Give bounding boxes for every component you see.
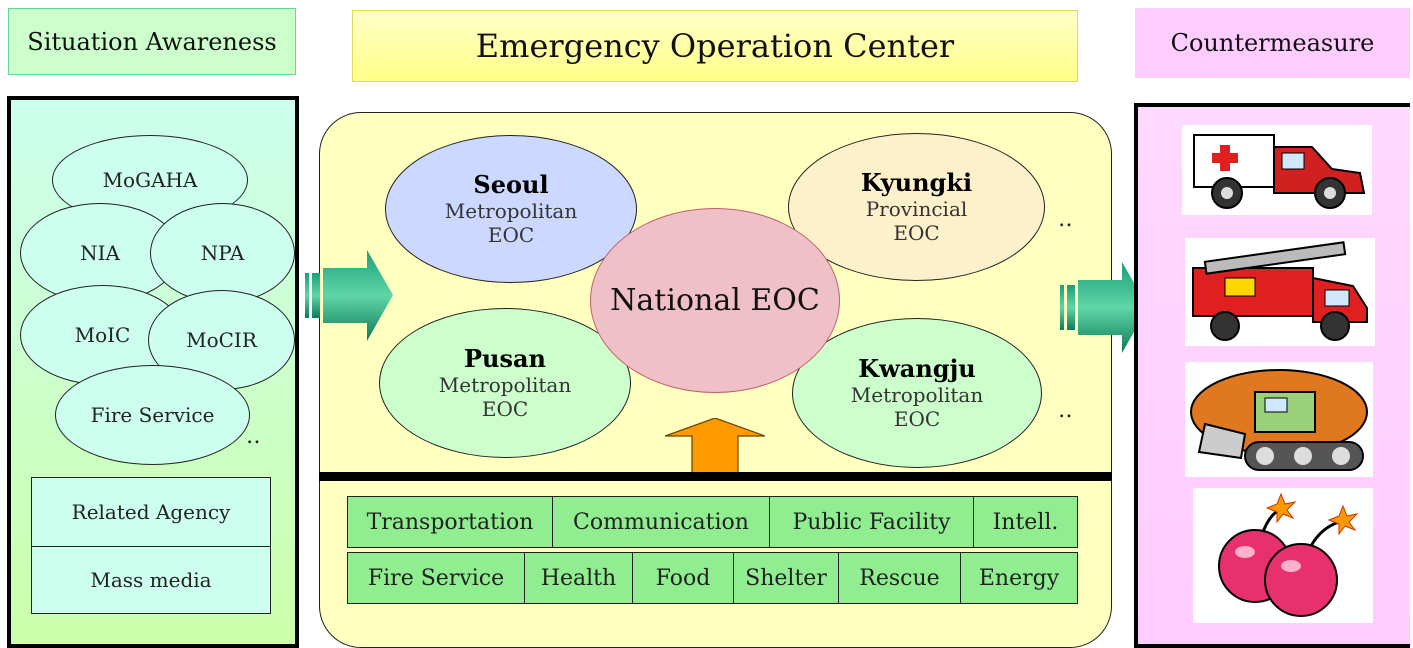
fire-truck-icon [1192, 241, 1368, 341]
situation-awareness-title: Situation Awareness [27, 27, 277, 56]
countermeasure-title: Countermeasure [1170, 29, 1375, 57]
region-eoc-kyungki: Kyungki Provincial EOC [788, 133, 1045, 281]
ambulance-icon [1193, 134, 1366, 209]
function-box-transportation: Transportation [347, 496, 553, 548]
related-agency-box: Related Agency [31, 477, 271, 547]
region-eoc-pusan: Pusan Metropolitan EOC [379, 308, 631, 458]
region-eoc-kwangju: Kwangju Metropolitan EOC [792, 318, 1042, 468]
up-arrow-icon [665, 418, 765, 473]
bomb-icon [1218, 492, 1359, 617]
block-arrow-right-icon [1060, 262, 1148, 353]
region-eoc-seoul: Seoul Metropolitan EOC [385, 135, 637, 283]
national-eoc: National EOC [590, 208, 840, 393]
agency-ellipse: Fire Service [55, 365, 250, 465]
function-box-public-facility: Public Facility [769, 496, 974, 548]
function-box-intell: Intell. [973, 496, 1078, 548]
agency-ellipse: NPA [150, 203, 295, 303]
eoc-header: Emergency Operation Center [352, 10, 1078, 82]
function-box-fire-service: Fire Service [347, 552, 525, 604]
eoc-divider [319, 472, 1112, 481]
function-box-health: Health [524, 552, 633, 604]
mass-media-box: Mass media [31, 546, 271, 614]
function-box-shelter: Shelter [733, 552, 839, 604]
bomb-image [1193, 488, 1373, 623]
more-indicator: ‥ [1058, 398, 1077, 423]
function-box-rescue: Rescue [838, 552, 961, 604]
eoc-title: Emergency Operation Center [475, 27, 955, 65]
bulldozer-icon [1190, 369, 1368, 471]
fire-truck-image [1185, 238, 1375, 346]
block-arrow-right-icon [305, 250, 393, 341]
function-box-communication: Communication [552, 496, 770, 548]
countermeasure-header: Countermeasure [1135, 8, 1410, 78]
bulldozer-image [1185, 362, 1373, 477]
function-box-food: Food [632, 552, 734, 604]
more-indicator: ‥ [246, 424, 265, 449]
function-box-energy: Energy [960, 552, 1078, 604]
more-indicator: ‥ [1058, 207, 1077, 232]
ambulance-image [1182, 125, 1372, 215]
situation-awareness-header: Situation Awareness [8, 8, 296, 75]
